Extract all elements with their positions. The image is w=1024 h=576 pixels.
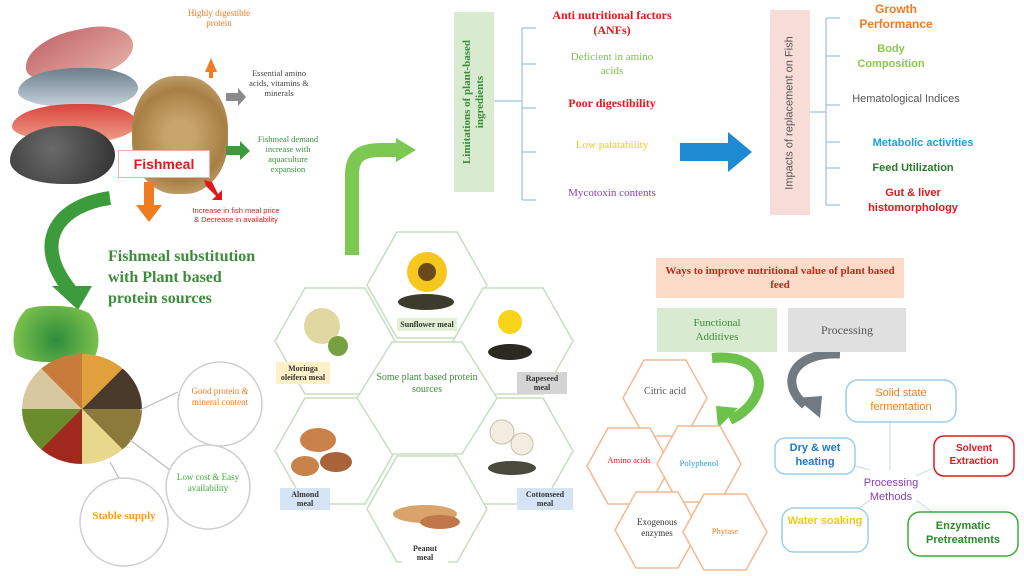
additive-citric: Citric acid [644, 386, 686, 397]
processing-methods-center: Processing Methods [863, 477, 919, 503]
point-amino: Essential amino acids, vitamins & minera… [249, 68, 309, 98]
limit-amino: Deficient in amino acids [570, 51, 654, 77]
benefit-protein: Good protein & mineral content [191, 386, 249, 407]
method-solvent: Solvent Extraction [949, 443, 999, 467]
additive-polyphenol: Polyphenol [679, 458, 719, 468]
arrow-up-orange [205, 58, 217, 78]
label-moringa: Moringa oleifera meal [276, 362, 330, 384]
label-rapeseed: Rapeseed meal [517, 372, 567, 394]
point-demand: Fishmeal demand increase with aquacultur… [257, 134, 319, 174]
impact-hematological: Hematological Indices [852, 93, 960, 105]
processing-box: Processing [788, 308, 906, 352]
fishmeal-title: Fishmeal [133, 156, 195, 172]
hex-phytase [682, 493, 768, 571]
box-enzymatic [907, 511, 1019, 557]
limit-palatability: Low palatability [575, 139, 649, 151]
grey-fish-image [18, 68, 138, 108]
leafy-greens-image [6, 306, 106, 362]
benefit-circles [79, 361, 263, 567]
point-price: Increase in fish meal price & Decrease i… [192, 206, 280, 224]
fishmeal-label-box: Fishmeal [118, 150, 210, 178]
hex-exogenous [614, 491, 700, 569]
limitations-header-box: Limitations of plant-based ingredients [454, 12, 494, 192]
label-cottonseed: Cottonseed meal [517, 488, 573, 510]
arrow-down-red [204, 180, 222, 200]
impact-growth: Growth Performance [859, 2, 933, 31]
impact-gut: Gut & liver histomorphology [868, 187, 958, 214]
impacts-header-box: Impacts of replacement on Fish [770, 10, 810, 215]
point-digestible: Highly digestible protein [187, 8, 251, 28]
arrow-right-green [226, 141, 250, 160]
additive-amino: Amino acids [607, 455, 651, 465]
ways-header: Ways to improve nutritional value of pla… [656, 258, 904, 298]
functional-additives-box: Functional Additives [657, 308, 777, 352]
additive-exogenous: Exogenous enzymes [637, 517, 677, 538]
substitution-title: Fishmeal substitution with Plant based p… [108, 248, 256, 307]
label-sunflower: Sunflower meal [397, 318, 457, 331]
arrow-down-orange [136, 182, 162, 222]
method-dry-wet: Dry & wet heating [789, 442, 841, 468]
hex-center [356, 341, 498, 455]
box-solvent [933, 435, 1015, 477]
limit-digestibility: Poor digestibility [568, 96, 656, 110]
limit-anf: Anti nutritional factors (ANFs) [552, 8, 672, 37]
hex-rapeseed [452, 287, 574, 395]
method-solid-state: Solid state fermentation [870, 387, 932, 413]
plants-center-label: Some plant based protein sources [376, 372, 478, 395]
impact-metabolic: Metabolic activities [872, 137, 974, 149]
additive-phytase: Phytase [711, 526, 739, 536]
box-water [781, 507, 869, 553]
curved-arrow-functional [711, 352, 764, 425]
label-almond: Almond meal [280, 488, 330, 510]
benefit-cost: Low cost & Easy availability [176, 472, 240, 493]
dark-fish-image [10, 126, 115, 184]
method-water: Water soaking [787, 515, 863, 527]
box-dry-wet [774, 437, 856, 475]
arrow-right-grey [226, 88, 246, 106]
method-enzymatic: Enzymatic Pretreatments [926, 520, 1000, 546]
curved-arrow-green [44, 191, 112, 295]
hook-arrow-green [345, 143, 398, 255]
impact-feed: Feed Utilization [872, 162, 954, 174]
arrow-right-blue [680, 132, 752, 172]
limit-mycotoxin: Mycotoxin contents [568, 187, 656, 199]
label-peanut: Peanut meal [402, 542, 448, 564]
impact-body: Body Composition [857, 43, 925, 70]
benefit-supply: Stable supply [92, 510, 156, 522]
box-solid-state [845, 379, 957, 423]
grains-plate-image [22, 354, 142, 464]
